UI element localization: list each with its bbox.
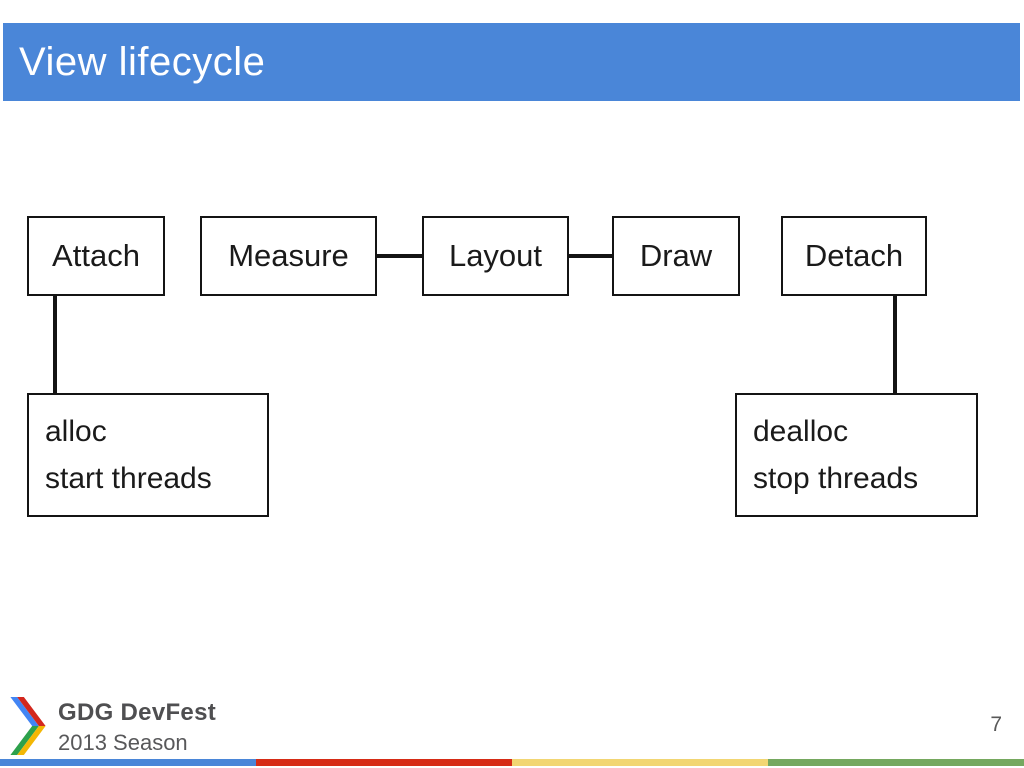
header-bar: View lifecycle — [3, 23, 1020, 101]
slide-title: View lifecycle — [19, 39, 266, 84]
connector-attach-alloc — [53, 296, 57, 393]
node-label: Layout — [448, 238, 543, 273]
node-label: Attach — [52, 238, 140, 273]
page-number: 7 — [990, 713, 1002, 736]
diagram-node-draw: Draw — [612, 216, 740, 296]
logo-title: GDG DevFest — [58, 699, 217, 726]
node-label: Draw — [639, 238, 713, 273]
connector-detach-dealloc — [893, 296, 897, 393]
callout-alloc: alloc start threads — [27, 393, 269, 517]
diagram-node-measure: Measure — [200, 216, 377, 296]
gdg-chevron-logo-icon — [10, 697, 46, 755]
stripe-yellow — [512, 759, 768, 766]
node-label: Detach — [804, 238, 904, 273]
stripe-blue — [0, 759, 256, 766]
diagram-node-attach: Attach — [27, 216, 165, 296]
footer-color-stripes — [0, 759, 1024, 766]
logo-text-block: GDG DevFest 2013 Season — [58, 699, 216, 756]
node-label: Measure — [228, 238, 349, 273]
callout-line: stop threads — [753, 462, 919, 495]
connector-layout-draw — [569, 254, 612, 258]
diagram-node-layout: Layout — [422, 216, 569, 296]
callout-line: start threads — [45, 462, 212, 495]
connector-measure-layout — [377, 254, 422, 258]
stripe-green — [768, 759, 1024, 766]
callout-line: alloc — [45, 415, 107, 448]
logo-subtitle: 2013 Season — [58, 730, 188, 755]
stripe-red — [256, 759, 512, 766]
callout-line: dealloc — [753, 415, 849, 448]
callout-dealloc: dealloc stop threads — [735, 393, 978, 517]
diagram-node-detach: Detach — [781, 216, 927, 296]
